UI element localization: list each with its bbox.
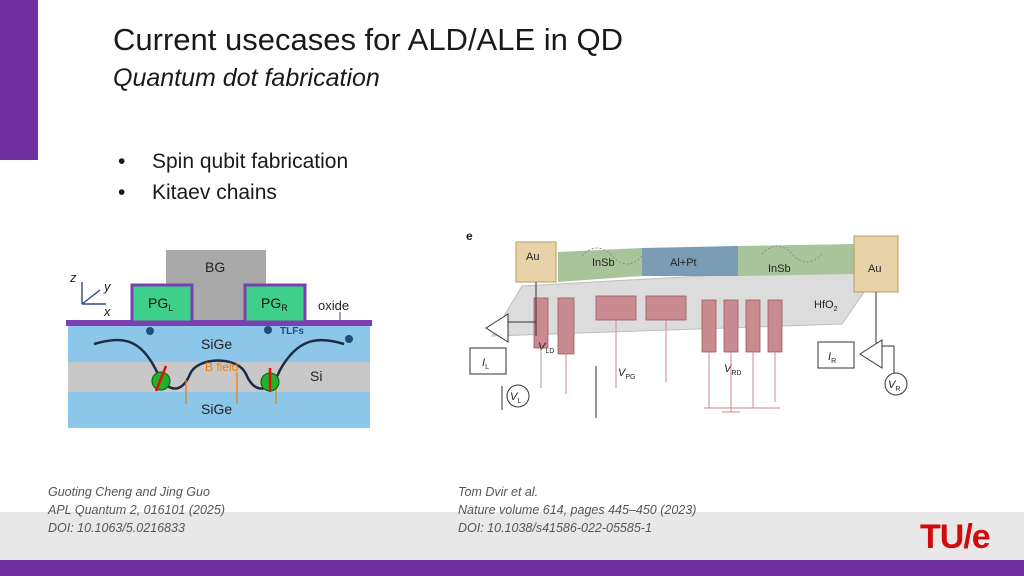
potential-well-curve xyxy=(93,338,345,390)
il-label: IL xyxy=(482,357,489,371)
hfo2-label-sub: 2 xyxy=(834,306,838,313)
alpt-label: Al+Pt xyxy=(670,257,697,269)
pgr-label: PGR xyxy=(261,295,288,313)
pgl-label-main: PG xyxy=(148,295,168,311)
vr-label-sub: R xyxy=(895,386,900,393)
spin-arrow-left xyxy=(154,365,168,392)
tlfs-label: TLFs xyxy=(280,326,304,337)
sige-top-layer xyxy=(68,324,370,362)
au-contact-left xyxy=(515,241,557,283)
bottom-gates xyxy=(533,295,783,355)
insb-left-label: InSb xyxy=(592,257,615,269)
vpg-label: VPG xyxy=(618,367,635,381)
bfield-label: B field xyxy=(205,360,238,374)
tue-logo: TU/e xyxy=(920,518,991,556)
bullet-dot: • xyxy=(118,181,126,204)
au-left-label: Au xyxy=(526,251,539,263)
axis-z-label: z xyxy=(69,270,77,285)
bullet-item: • Kitaev chains xyxy=(118,177,348,208)
vl-label: VL xyxy=(510,391,521,405)
sige-bottom-layer xyxy=(68,392,370,428)
footer-bar xyxy=(0,560,1024,576)
vld-label: VLD xyxy=(538,341,554,355)
bullet-item: • Spin qubit fabrication xyxy=(118,146,348,177)
vld-label-main: V xyxy=(538,341,547,353)
pgr-label-sub: R xyxy=(281,303,288,313)
plunger-gate-right xyxy=(243,283,307,324)
bullet-list: • Spin qubit fabrication • Kitaev chains xyxy=(118,146,348,208)
voltage-source-right xyxy=(884,372,908,396)
citation-left-authors: Guoting Cheng and Jing Guo xyxy=(48,485,210,499)
si-layer xyxy=(68,362,370,392)
insb-right-segment xyxy=(738,244,854,276)
tlf-marker xyxy=(146,327,154,335)
kitaev-device-diagram: e Au Au InSb Al+Pt InSb HfO2 IL IR xyxy=(466,229,908,418)
amplifier-right xyxy=(859,339,883,369)
slide-title: Current usecases for ALD/ALE in QD xyxy=(113,22,624,57)
insb-left-segment xyxy=(558,248,642,282)
bullet-text: Kitaev chains xyxy=(152,181,277,204)
coordinate-axes xyxy=(81,282,106,305)
ir-label-main: I xyxy=(828,351,831,363)
footer-band xyxy=(0,512,1024,560)
sige-bottom-label: SiGe xyxy=(201,401,232,417)
vl-label-main: V xyxy=(510,391,519,403)
vr-label-main: V xyxy=(888,379,897,391)
il-label-sub: L xyxy=(485,364,489,371)
vpg-label-sub: PG xyxy=(625,374,635,381)
vrd-label-sub: RD xyxy=(731,370,741,377)
oxide-label: oxide xyxy=(318,298,349,313)
vl-label-sub: L xyxy=(517,398,521,405)
circuit-wires xyxy=(501,282,895,418)
citation-right: Tom Dvir et al. Nature volume 614, pages… xyxy=(458,483,696,537)
tlf-marker xyxy=(345,335,353,343)
tlf-marker xyxy=(264,326,272,334)
vrd-label: VRD xyxy=(724,363,741,377)
citation-left-journal: APL Quantum 2, 016101 (2025) xyxy=(48,503,225,517)
hfo2-label: HfO2 xyxy=(814,299,838,313)
vr-label: VR xyxy=(888,379,900,393)
accent-bar xyxy=(0,0,38,160)
citation-left-doi: DOI: 10.1063/5.0216833 xyxy=(48,521,185,535)
axis-y-label: y xyxy=(103,279,112,294)
sige-top-label: SiGe xyxy=(201,336,232,352)
axis-x-label: x xyxy=(103,304,111,319)
citation-right-doi: DOI: 10.1038/s41586-022-05585-1 xyxy=(458,521,652,535)
voltage-source-left xyxy=(506,384,530,408)
si-label: Si xyxy=(310,368,322,384)
vpg-label-main: V xyxy=(618,367,627,379)
citation-right-authors: Tom Dvir et al. xyxy=(458,485,539,499)
au-contact-right xyxy=(853,235,899,293)
ir-label: IR xyxy=(828,351,836,365)
alpt-segment xyxy=(642,246,738,276)
pgl-label-sub: L xyxy=(168,303,173,313)
current-meter-right xyxy=(817,341,855,369)
spin-qubit-diagram: z y x BG PGL PGR oxide TLFs SiGe Si SiGe… xyxy=(66,250,372,428)
amplifier-left xyxy=(485,313,509,343)
oxide-layer xyxy=(66,320,372,326)
plunger-gate-left xyxy=(130,283,194,324)
vld-label-sub: LD xyxy=(545,348,554,355)
pgl-label: PGL xyxy=(148,295,173,313)
bg-label: BG xyxy=(205,259,225,275)
current-meter-left xyxy=(469,347,507,375)
pgr-label-main: PG xyxy=(261,295,281,311)
slide-subtitle: Quantum dot fabrication xyxy=(113,64,380,92)
ir-label-sub: R xyxy=(831,358,836,365)
bullet-text: Spin qubit fabrication xyxy=(152,150,349,173)
hfo2-label-main: HfO xyxy=(814,299,834,311)
citation-right-journal: Nature volume 614, pages 445–450 (2023) xyxy=(458,503,697,517)
panel-label: e xyxy=(466,229,473,243)
vrd-label-main: V xyxy=(724,363,733,375)
bullet-dot: • xyxy=(118,150,126,173)
au-right-label: Au xyxy=(868,263,881,275)
insb-right-label: InSb xyxy=(768,263,791,275)
gate-wiring xyxy=(540,320,780,413)
citation-left: Guoting Cheng and Jing Guo APL Quantum 2… xyxy=(48,483,225,537)
il-label-main: I xyxy=(482,357,485,369)
